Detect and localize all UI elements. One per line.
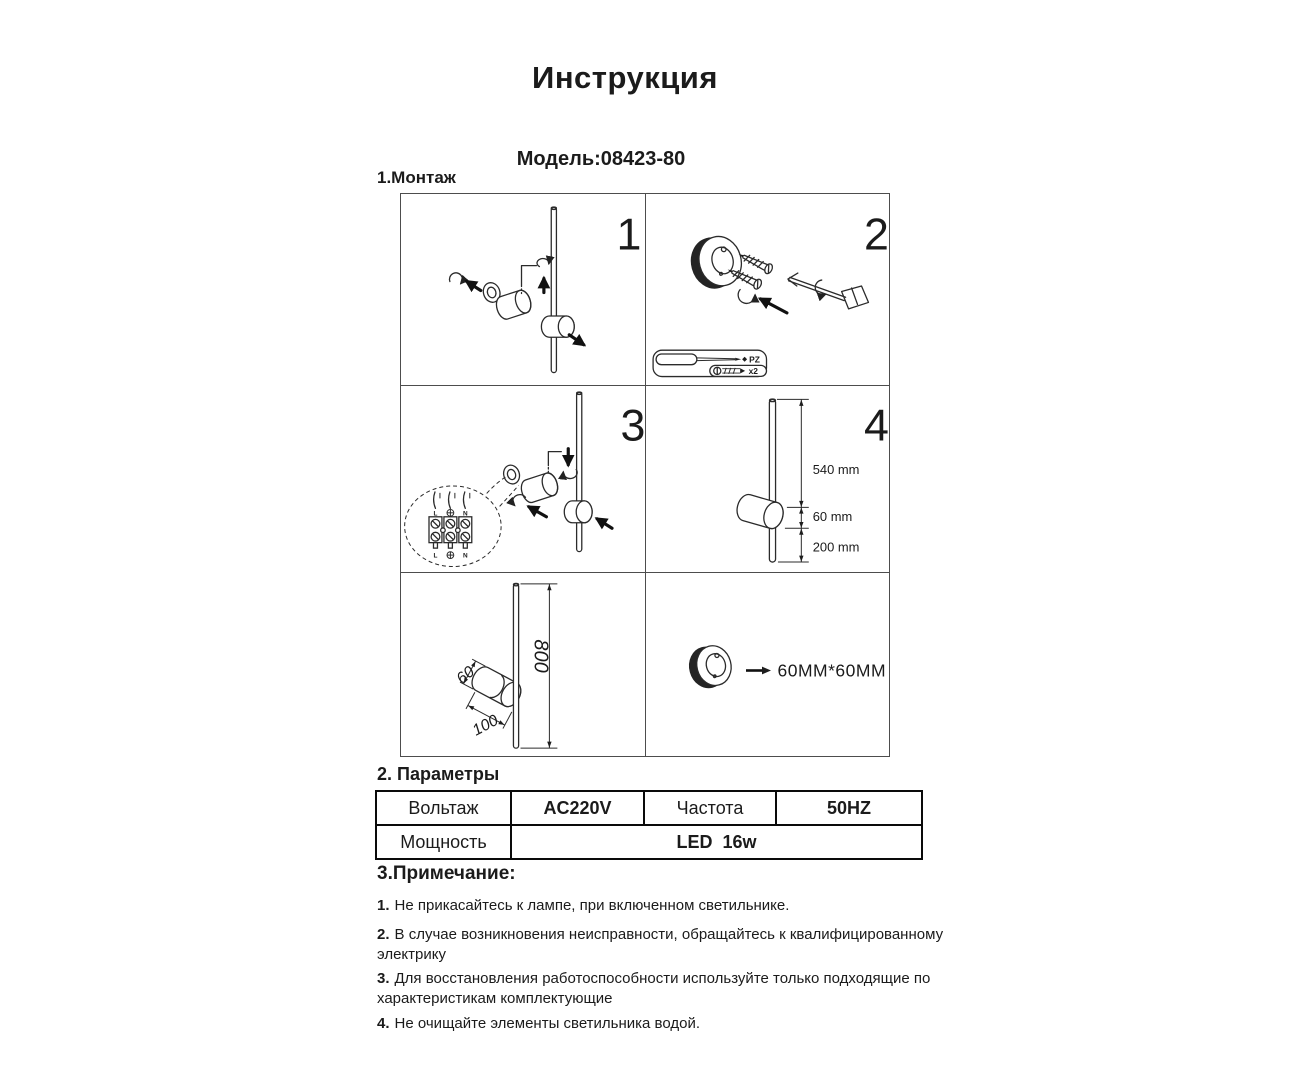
washer-ring [502,464,521,485]
dimension-540mm-label: 540 mm [813,462,860,477]
lamp-dimensions-drawing: 800 60 100 [454,582,558,749]
wire-label-l-top: L [433,510,437,517]
diameter-60-dim [459,658,486,690]
tool-legend-box: PZ x2 [652,349,768,378]
ground-symbol-bottom [446,551,455,559]
montage-overall-dimensions-panel: 800 60 100 [401,573,646,756]
dimension-60mm-label: 60 mm [813,509,853,524]
wire-label-l-bottom: L [433,553,437,560]
section-notes-heading: 3.Примечание: [377,863,516,884]
section-parameters-heading: 2. Параметры [377,764,500,784]
table-row: Вольтаж AC220V Частота 50HZ [375,790,923,826]
ground-symbol-top [446,508,455,517]
attach-direction-arrow [594,517,614,530]
note-text: Не очищайте элементы светильника водой. [394,1015,700,1032]
rotate-down-instruction [547,447,578,481]
step-number-2: 2 [864,210,889,260]
hook-clip [737,288,760,305]
length-100-dim [465,691,513,729]
terminal-columns [428,516,473,549]
release-hook-arrow [448,272,483,293]
montage-step-1-panel: 1 [401,194,646,386]
note-number: 2. [377,926,390,943]
pointer-arrow [746,666,771,675]
note-number: 3. [377,970,390,987]
note-text: В случае возникновения неисправности, об… [377,926,944,963]
note-text: Не прикасайтесь к лампе, при включенном … [394,897,790,914]
height-800-dim [520,583,558,749]
note-text: Для восстановления работоспособности исп… [377,970,931,1007]
step-number-3: 3 [620,401,645,451]
screw-2 [727,269,763,290]
dimension-200mm-label: 200 mm [813,540,860,555]
dimension-100-label: 100 [470,712,502,740]
lamp-holder-cylinder [520,472,559,504]
power-value-cell: LED 16w [510,824,923,860]
wiring-detail-bubble: L N [404,476,519,568]
washer-ring [482,282,501,303]
lamp-rod [550,206,558,374]
note-item-1: 1.Не прикасайтесь к лампе, при включенно… [377,896,972,916]
table-row: Мощность LED 16w [375,824,923,860]
plate-size-label: 60MM*60MM [778,661,887,681]
step-2-wall-fixing-drawing: 2 [652,210,889,378]
mounting-plate [690,235,743,289]
step-number-4: 4 [864,401,889,451]
screwdriver-icon [655,353,748,366]
screw-count-label: x2 [749,366,759,376]
dimension-800-label: 800 [529,639,551,672]
wall-anchor-and-wall [787,272,870,310]
page-title: Инструкция [532,60,718,95]
note-item-4: 4.Не очищайте элементы светильника водой… [377,1014,972,1034]
parameters-table: Вольтаж AC220V Частота 50HZ Мощность LED… [375,790,923,860]
rotate-up-instruction [520,255,555,295]
power-label-cell: Мощность [375,824,512,860]
frequency-label-cell: Частота [643,790,777,826]
step-4-dimensions-drawing: 4 540 mm 60 [736,398,889,563]
lamp-holder-cylinder [495,289,532,320]
screw-1 [738,254,774,275]
wall-mount-knob [563,500,593,524]
mounting-plate-size-drawing: 60MM*60MM [688,645,887,689]
montage-step-2-panel: 2 [646,194,889,386]
lamp-rod [768,398,777,563]
mounting-plate [688,645,732,689]
note-item-2: 2.В случае возникновения неисправности, … [377,925,972,965]
terminal-block-diagram: L N [428,491,473,560]
note-number: 4. [377,1015,390,1032]
lamp-rod [512,582,520,749]
model-number: Модель:08423-80 [516,148,686,170]
montage-plate-size-panel: 60MM*60MM [646,573,889,756]
step-number-1: 1 [617,210,642,260]
montage-step-3-panel: 3 [401,386,646,573]
montage-diagram-grid: 1 [400,193,890,757]
notes-list: 1.Не прикасайтесь к лампе, при включенно… [377,896,972,1034]
screw-count-icon [713,366,746,376]
twist-lock-arrows [506,493,548,519]
step-3-wiring-drawing: 3 [404,391,645,568]
dimension-lines [776,398,809,563]
voltage-value-cell: AC220V [510,790,645,826]
note-number: 1. [377,897,390,914]
montage-step-4-panel: 4 540 mm 60 [646,386,889,573]
wire-label-n-bottom: N [463,553,468,560]
insert-direction-arrow [757,297,789,315]
voltage-label-cell: Вольтаж [375,790,512,826]
wall-mount-knob [540,315,575,338]
slide-direction-arrow [567,333,587,347]
screwdriver-type-label: PZ [749,354,760,364]
note-item-3: 3.Для восстановления работоспособности и… [377,969,972,1009]
wall-mount-knob [736,493,784,530]
section-montage-heading: 1.Монтаж [377,168,456,187]
frequency-value-cell: 50HZ [775,790,923,826]
step-1-assembly-drawing: 1 [448,206,642,374]
wire-label-n-top: N [463,510,468,517]
